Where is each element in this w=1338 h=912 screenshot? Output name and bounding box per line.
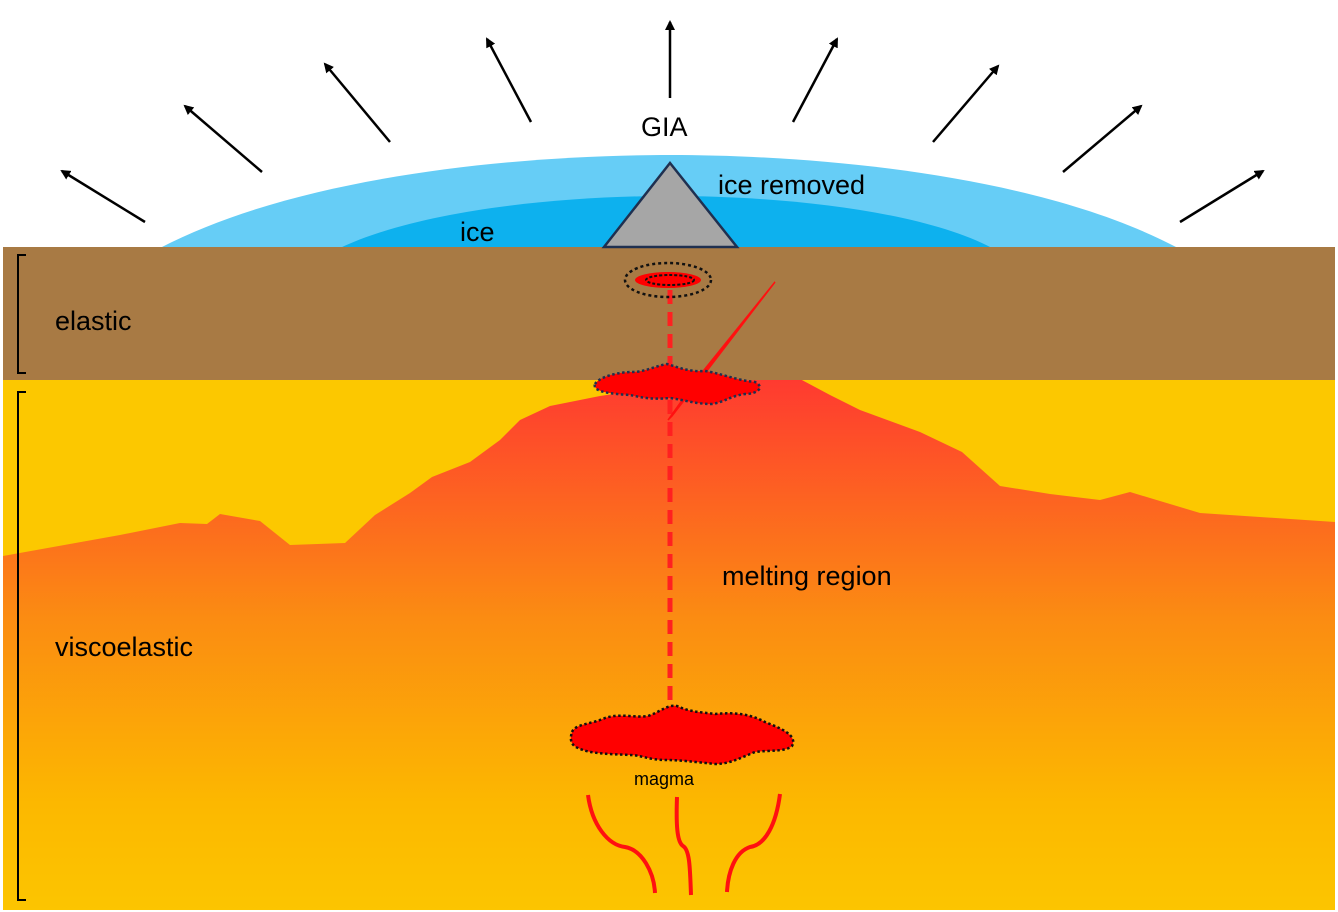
elastic-bracket — [17, 254, 26, 374]
uplift-arrows — [60, 20, 1265, 224]
gia-label: GIA — [641, 112, 688, 142]
arrow-icon — [323, 62, 391, 143]
arrow-icon — [60, 169, 146, 224]
deep-magma-chamber — [569, 704, 795, 766]
melt-flow-lines — [586, 793, 782, 896]
magma-label: magma — [634, 769, 695, 789]
arrow-icon — [1179, 169, 1265, 224]
elastic-label: elastic — [55, 306, 132, 336]
ice-removed-label: ice removed — [718, 170, 866, 200]
viscoelastic-bracket — [17, 391, 26, 901]
arrow-icon — [485, 37, 533, 123]
volcano — [601, 160, 740, 249]
viscoelastic-label: viscoelastic — [55, 632, 194, 662]
arrow-icon — [1062, 104, 1143, 173]
deformation-ring — [623, 261, 713, 299]
layer-brackets — [17, 254, 26, 901]
ice-label: ice — [460, 217, 495, 247]
arrow-icon — [791, 37, 839, 123]
shallow-magma-chamber — [593, 362, 761, 406]
melting-region-label: melting region — [722, 561, 892, 591]
arrow-icon — [183, 104, 263, 173]
arrow-icon — [932, 64, 1000, 143]
magma-conduit — [569, 261, 795, 766]
